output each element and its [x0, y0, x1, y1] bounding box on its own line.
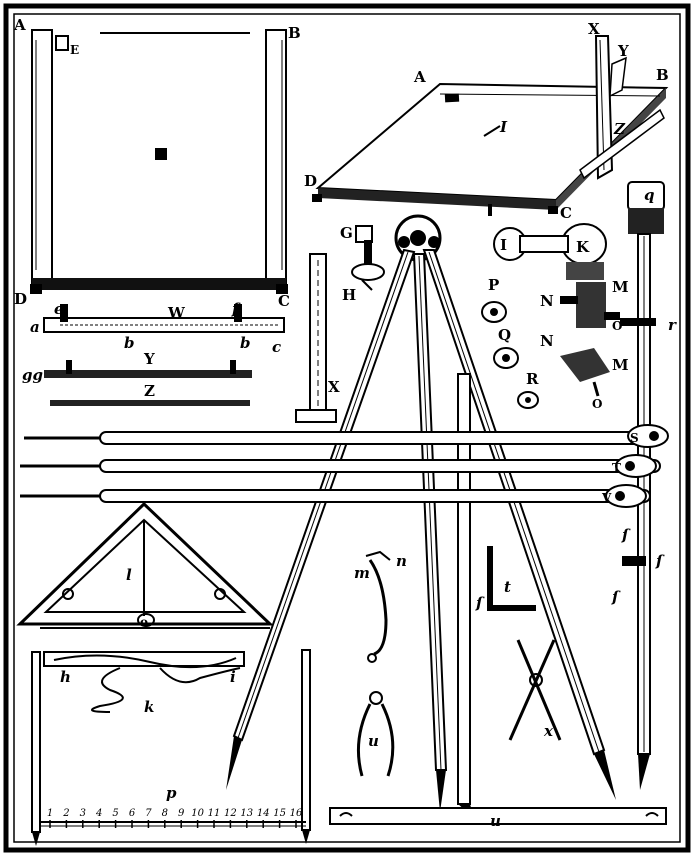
- board-label-b: B: [288, 24, 301, 42]
- scale-number: 1: [47, 808, 53, 819]
- label-k-link: K: [576, 238, 590, 256]
- label-b1: b: [124, 334, 135, 352]
- screw-g-h: [351, 225, 385, 291]
- label-m2: M: [612, 356, 629, 374]
- label-i-link: I: [500, 236, 507, 254]
- label-o-tri: o: [140, 615, 148, 629]
- label-f-small: f: [231, 300, 241, 318]
- label-t: T: [612, 461, 621, 475]
- scale-number: 12: [224, 808, 237, 819]
- board-label-c: C: [278, 292, 290, 310]
- label-long-s3: ſ: [655, 552, 665, 570]
- label-x-stand: X: [328, 378, 340, 396]
- table-label-c: C: [560, 204, 572, 222]
- label-q-top: q: [644, 186, 655, 204]
- link-i-k: [493, 223, 607, 280]
- label-z-rule: Z: [144, 382, 155, 400]
- label-o1: O: [612, 319, 622, 333]
- label-h-small: h: [60, 668, 71, 686]
- scale-number: 9: [178, 808, 185, 819]
- nuts-p-q-r: [481, 301, 539, 409]
- label-p-nut: P: [488, 276, 499, 294]
- hook-m-n: [365, 550, 391, 663]
- scale-number: 5: [112, 808, 118, 819]
- label-n1: N: [540, 292, 554, 310]
- drawing-board: [30, 29, 288, 294]
- label-a-small: a: [30, 318, 40, 336]
- label-b2: b: [240, 334, 251, 352]
- rods-s-t-v: [20, 424, 669, 508]
- label-l: l: [126, 566, 132, 584]
- set-square: [16, 501, 274, 629]
- label-y-rule: Y: [143, 350, 155, 368]
- scale-number: 3: [80, 808, 86, 819]
- label-r-small: r: [668, 316, 677, 334]
- label-i-small: i: [230, 668, 236, 686]
- label-n-small: n: [396, 552, 407, 570]
- board-label-a: A: [13, 16, 26, 34]
- label-long-s2: ſ: [611, 588, 621, 606]
- table-label-y: Y: [617, 42, 629, 60]
- label-w: W: [167, 304, 186, 322]
- label-n2: N: [540, 332, 554, 350]
- label-r-nut: R: [526, 370, 539, 388]
- label-m-small: m: [354, 564, 370, 582]
- scale-number: 8: [162, 808, 168, 819]
- scale-number: 15: [273, 808, 286, 819]
- label-g: G: [340, 224, 353, 242]
- label-e-small: e: [54, 300, 64, 318]
- cord-h-i-k: [43, 651, 245, 713]
- plate-inner-border: [13, 13, 681, 843]
- scale-p: [40, 821, 306, 827]
- board-label-d: D: [14, 290, 27, 308]
- plane-table: [312, 35, 669, 216]
- label-long-s1: ſ: [475, 594, 485, 612]
- board-label-e: E: [70, 43, 79, 57]
- scale-number: 7: [145, 808, 152, 819]
- stand-x: [295, 253, 337, 423]
- label-t-small: t: [504, 578, 511, 596]
- square-t: [487, 546, 536, 611]
- label-h-screw: H: [342, 286, 356, 304]
- table-label-b: B: [656, 66, 669, 84]
- base-bar: [329, 807, 667, 825]
- label-v: V: [601, 491, 612, 505]
- scale-number: 14: [257, 808, 270, 819]
- scale-number: 10: [191, 808, 204, 819]
- label-s: S: [630, 431, 639, 445]
- table-label-d: D: [304, 172, 317, 190]
- label-q-nut: Q: [498, 326, 511, 344]
- table-label-i: I: [499, 118, 508, 136]
- label-u-small: u: [368, 732, 379, 750]
- pin-e: [55, 35, 69, 51]
- label-m1: M: [612, 278, 629, 296]
- label-gg: gg: [22, 366, 43, 384]
- table-label-x: X: [588, 20, 600, 38]
- label-long-s4: ſ: [621, 526, 631, 544]
- block-n-m-o: [560, 282, 620, 397]
- scale-number: 16: [290, 808, 303, 819]
- label-p-small: p: [166, 784, 177, 802]
- scale-pins: [31, 649, 311, 846]
- board-center-mark: [155, 148, 167, 160]
- table-label-z: Z: [613, 120, 626, 138]
- label-x-small: x: [543, 722, 554, 740]
- scale-number: 6: [129, 808, 136, 819]
- scale-number: 4: [95, 808, 102, 819]
- scale-number: 11: [208, 808, 221, 819]
- label-c-small: c: [272, 338, 281, 356]
- label-o2: O: [592, 397, 602, 411]
- scale-number: 13: [240, 808, 253, 819]
- scale-number: 2: [62, 808, 69, 819]
- rulers-w-y-z: [43, 304, 285, 406]
- dividers-x: [508, 639, 562, 741]
- compass-u: [356, 691, 395, 777]
- table-label-a: A: [413, 68, 426, 86]
- label-u-bar: u: [490, 812, 501, 830]
- label-k-small: k: [144, 698, 154, 716]
